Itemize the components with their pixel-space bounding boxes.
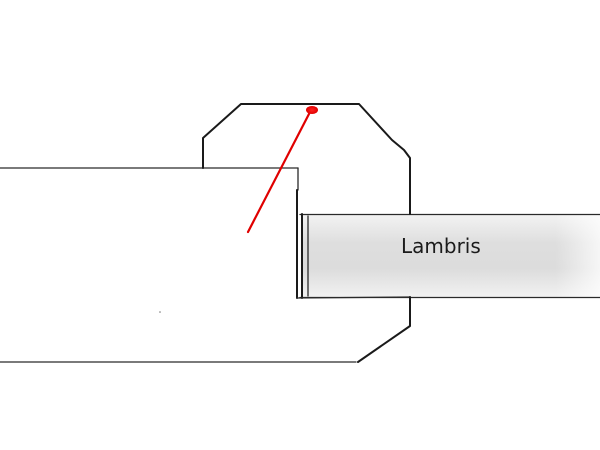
- arrow-head-dot: [306, 106, 318, 114]
- lower-board: [0, 167, 411, 363]
- lambris-label: Lambris: [401, 234, 481, 258]
- red-arrow: [246, 106, 318, 234]
- profile-outline: [202, 103, 411, 363]
- lambris-panel: Lambris: [299, 213, 600, 299]
